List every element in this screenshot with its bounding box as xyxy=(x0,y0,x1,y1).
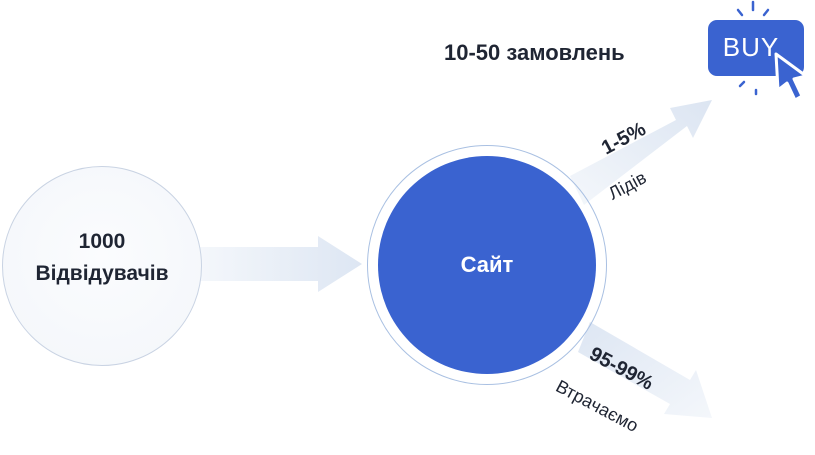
visitors-count: 1000 xyxy=(78,230,126,253)
buy-cursor-icon xyxy=(736,0,808,102)
orders-label: 10-50 замовлень xyxy=(444,40,625,65)
arrow-site-to-lost xyxy=(578,322,712,418)
site-node xyxy=(378,156,596,374)
visitors-node xyxy=(2,166,202,366)
visitors-caption: Відвідувачів xyxy=(35,262,169,285)
site-node-ring xyxy=(367,145,607,385)
arrow-site-to-buy xyxy=(570,100,712,205)
buy-button-label: BUY xyxy=(722,32,780,62)
visitors-label: 1000 Відвідувачів xyxy=(2,226,202,290)
site-label: Сайт xyxy=(460,252,514,277)
arrow-visitors-to-site xyxy=(200,236,362,292)
